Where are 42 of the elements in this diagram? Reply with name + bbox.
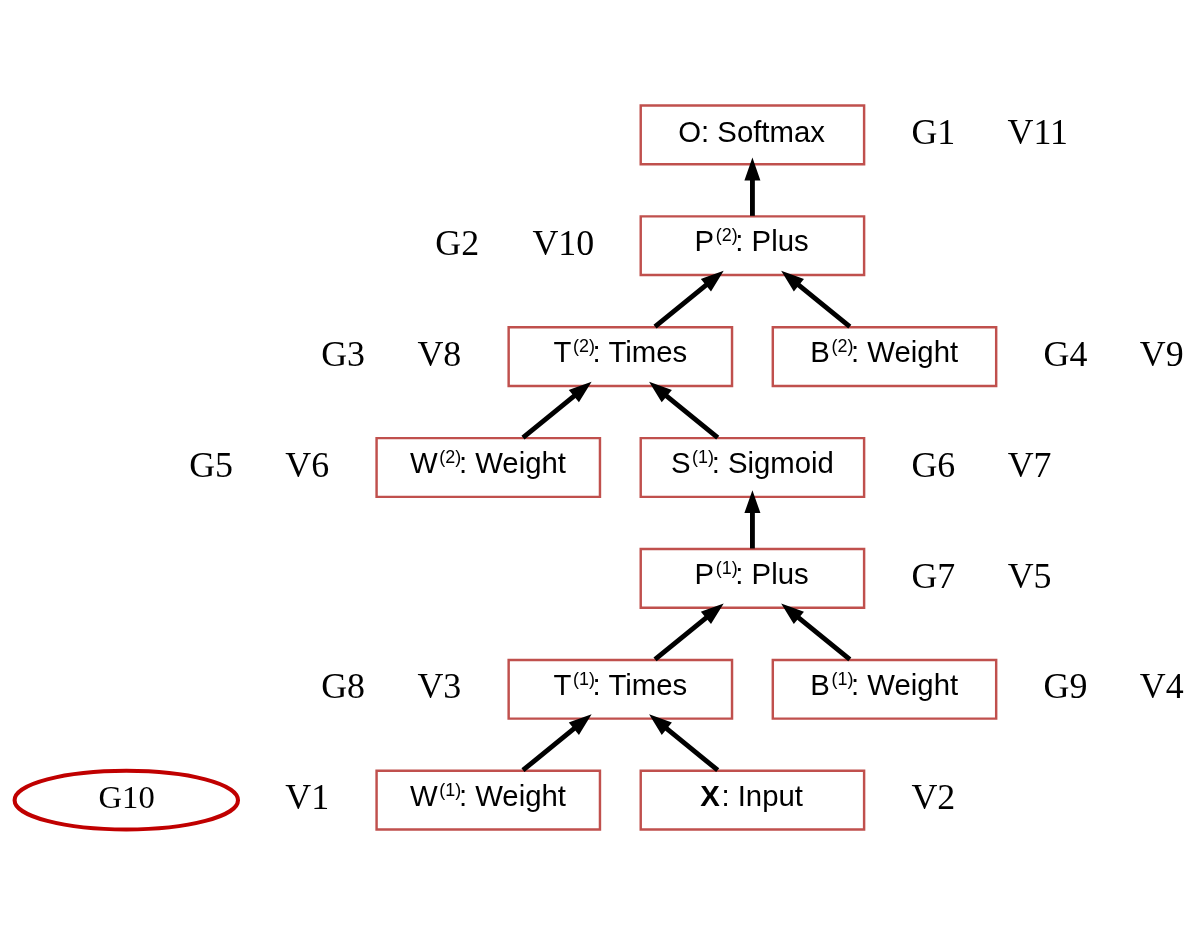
arrow [649,714,720,773]
node-label: G6 [911,444,956,485]
arrow [781,270,852,329]
node-box: P$^{(1)}$: Plus [639,547,866,609]
node-box: B$^{(1)}$: Weight [771,658,998,720]
node-label: V4 [1139,666,1184,707]
node-box: T$^{(2)}$: Times [507,326,734,388]
node-box: X: Input [639,769,866,831]
arrow [781,603,852,662]
node-label: G7 [911,555,956,596]
node-label: G3 [321,333,366,374]
arrow [521,714,592,773]
node-label: G2 [435,222,480,263]
node-ellipse: G10 [12,768,240,832]
node-label: V3 [417,666,462,707]
node-label: V1 [285,777,330,818]
node-label: V10 [532,222,595,263]
arrow [649,381,720,440]
arrow [744,157,761,216]
arrow [653,270,724,329]
node-label: V11 [1007,112,1068,152]
node-label: V5 [1007,555,1052,596]
node-box: W$^{(1)}$: Weight [375,769,602,831]
node-box: T$^{(1)}$: Times [507,658,734,720]
node-label: V7 [1007,444,1052,485]
node-label: G5 [189,444,233,485]
node-box: B$^{(2)}$: Weight [771,326,998,388]
arrow [653,603,724,662]
node-label: G8 [321,666,366,707]
node-box: P$^{(2)}$: Plus [639,215,866,277]
node-label: V9 [1139,333,1184,374]
node-label: G9 [1043,666,1088,707]
arrow [521,381,592,440]
node-box: O: Softmax [639,104,866,166]
node-label: V2 [911,777,956,818]
node-box: W$^{(2)}$: Weight [375,436,602,499]
node-label: G1 [911,112,956,152]
node-label: V6 [285,444,330,485]
arrow [744,490,761,549]
node-box: S$^{(1)}$: Sigmoid [639,436,866,499]
node-label: V8 [417,333,462,374]
node-label: G4 [1043,333,1088,374]
